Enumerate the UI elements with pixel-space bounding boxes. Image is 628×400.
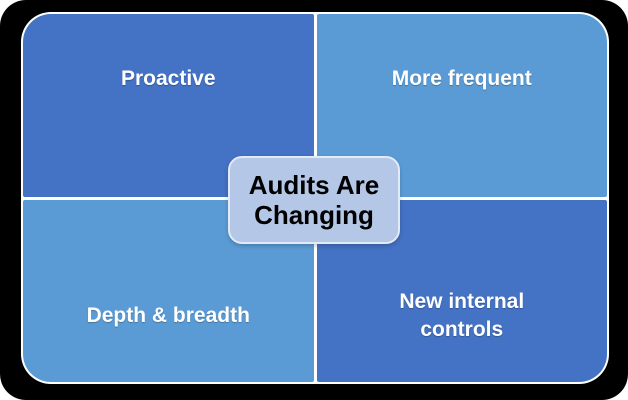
quadrant-label-proactive: Proactive <box>120 66 216 90</box>
quadrant-grid: Proactive More frequent Depth & breadth … <box>21 12 609 384</box>
quadrant-label-depth-breadth: Depth & breadth <box>86 304 250 328</box>
quadrant-label-more-frequent: More frequent <box>391 66 532 90</box>
quadrant-bottom-right: New internal controls <box>316 199 607 382</box>
center-callout: Audits Are Changing <box>228 156 400 244</box>
quadrant-label-new-internal-controls: New internal controls <box>399 290 525 341</box>
center-callout-label: Audits Are Changing <box>248 169 380 230</box>
